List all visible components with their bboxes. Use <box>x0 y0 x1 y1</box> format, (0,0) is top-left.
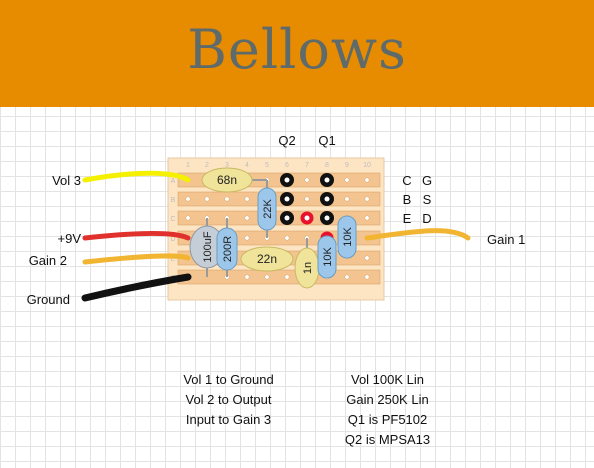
q2-pin-letter: B <box>403 192 412 207</box>
q2-pin-letter: E <box>403 211 412 226</box>
track-cut <box>300 211 314 225</box>
column-number: 6 <box>285 162 289 169</box>
row-letter: D <box>170 236 175 243</box>
column-number: 1 <box>186 162 190 169</box>
parts-note: Vol 100K Lin <box>350 372 424 387</box>
column-number: 4 <box>245 162 249 169</box>
ground-wire <box>81 273 192 302</box>
q1-pin-letter: D <box>422 211 431 226</box>
q1-pin-letter: G <box>422 173 432 188</box>
wiring-note: Input to Gain 3 <box>185 412 272 427</box>
page-title: Bellows <box>187 18 407 81</box>
header-banner: Bellows <box>0 0 594 107</box>
q1-label: Q1 <box>318 133 335 148</box>
resistor-10k-b-label: 10K <box>342 227 354 247</box>
column-number: 7 <box>305 162 309 169</box>
gain1-label: Gain 1 <box>487 232 525 247</box>
resistor-200r-label: 200R <box>222 236 234 262</box>
gain2-label: Gain 2 <box>29 253 67 268</box>
resistor-200r <box>216 227 238 271</box>
column-number: 5 <box>265 162 269 169</box>
gain1-wire <box>364 228 471 241</box>
row-letter: C <box>170 216 175 223</box>
plus9v-label: +9V <box>58 231 82 246</box>
column-number: 9 <box>345 162 349 169</box>
plus9v-wire <box>82 231 191 241</box>
resistor-22k <box>257 187 277 231</box>
row-letter: A <box>171 178 176 185</box>
capacitor-68n <box>201 167 253 193</box>
q2-label: Q2 <box>278 133 295 148</box>
capacitor-22n-label: 22n <box>257 252 277 266</box>
q1-pin-letter: S <box>423 192 432 207</box>
copper-strip <box>177 269 381 285</box>
vol3-wire <box>82 170 191 183</box>
capacitor-1n-label: 1n <box>302 262 314 274</box>
column-number: 10 <box>363 162 371 169</box>
resistor-22k-label: 22K <box>262 199 274 219</box>
capacitor-68n-label: 68n <box>217 173 237 187</box>
ground-label: Ground <box>27 292 70 307</box>
parts-note: Gain 250K Lin <box>346 392 429 407</box>
vol3-label: Vol 3 <box>52 173 81 188</box>
capacitor-100uf-label: 100uF <box>202 231 214 262</box>
parts-note: Q2 is MPSA13 <box>344 432 431 447</box>
capacitor-22n <box>240 246 294 272</box>
row-letter: E <box>171 256 176 263</box>
wiring-note: Vol 2 to Output <box>185 392 272 407</box>
parts-note: Q1 is PF5102 <box>347 412 428 427</box>
column-number: 8 <box>325 162 329 169</box>
column-number: 2 <box>205 162 209 169</box>
resistor-10k-b <box>337 215 357 259</box>
q2-pin-letter: C <box>402 173 411 188</box>
row-letter: B <box>171 197 176 204</box>
wiring-note: Vol 1 to Ground <box>183 372 274 387</box>
column-number: 3 <box>225 162 229 169</box>
resistor-10k-a-label: 10K <box>322 247 334 267</box>
resistor-10k-a <box>317 235 337 279</box>
gain2-wire <box>82 253 191 265</box>
